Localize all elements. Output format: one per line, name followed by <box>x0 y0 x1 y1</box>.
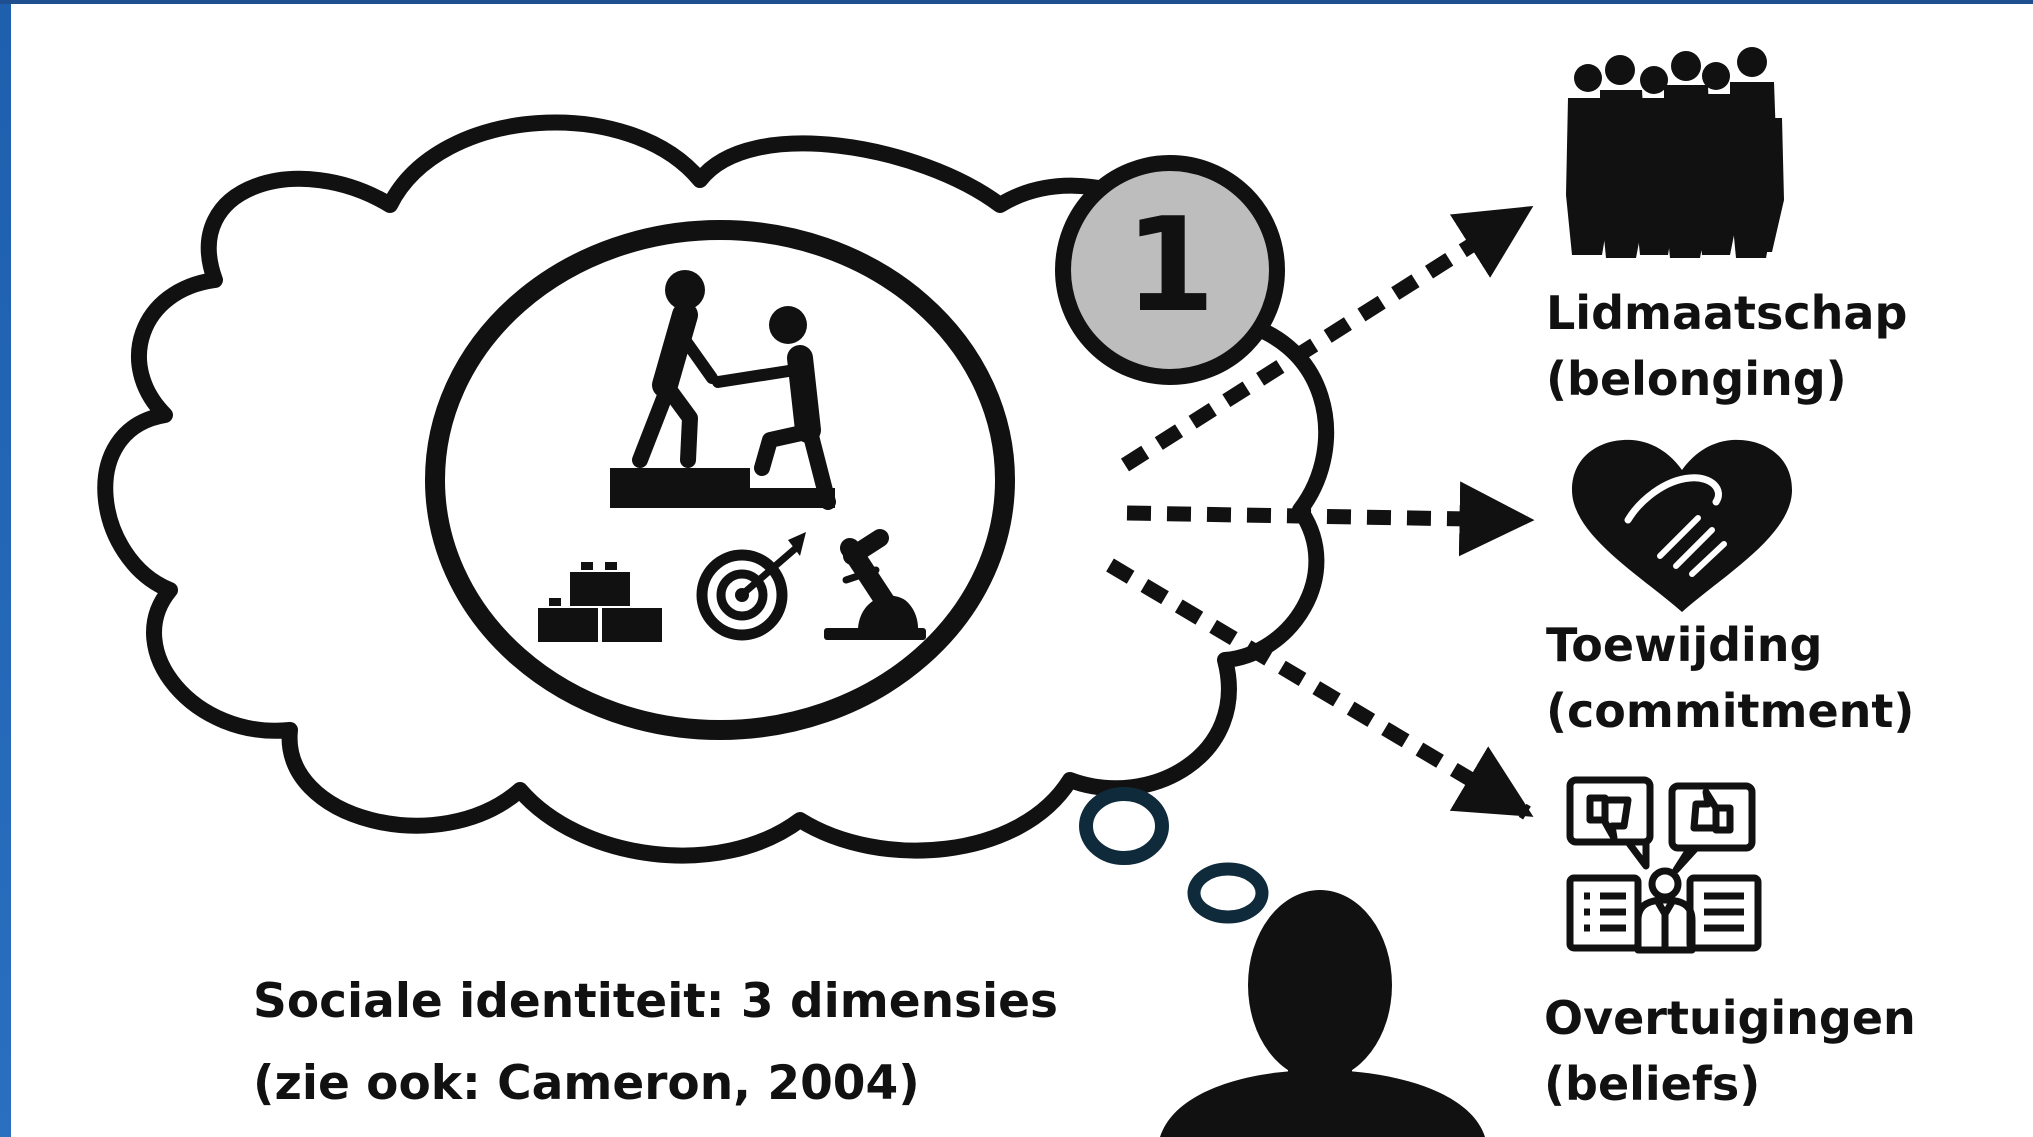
caption-reference: (zie ook: Cameron, 2004) <box>253 1056 920 1111</box>
label-commitment-title: Toewijding <box>1546 618 1823 672</box>
helping-people-icon <box>610 270 836 510</box>
microscope-icon <box>824 529 926 640</box>
caption-title: Sociale identiteit: 3 dimensies <box>253 974 1058 1029</box>
label-commitment-subtitle: (commitment) <box>1546 684 1915 738</box>
building-blocks-icon <box>538 562 662 642</box>
top-frame-edge <box>0 0 2033 4</box>
label-membership-title: Lidmaatschap <box>1546 286 1908 340</box>
left-frame-edge <box>0 0 11 1137</box>
number-marker <box>1055 155 1285 385</box>
label-membership-subtitle: (belonging) <box>1546 352 1847 406</box>
people-group-icon <box>1566 47 1784 258</box>
label-beliefs-title: Overtuigingen <box>1544 991 1916 1045</box>
heart-handshake-icon <box>1572 439 1792 612</box>
thought-bubble-small <box>1187 862 1269 924</box>
label-commitment: Toewijding (commitment) <box>1546 612 1914 744</box>
number-marker-label: 1 <box>1125 189 1215 341</box>
arrow-to-beliefs <box>1106 558 1534 820</box>
arrow-to-commitment <box>1126 481 1535 557</box>
person-silhouette <box>1160 890 1485 1137</box>
caption: Sociale identiteit: 3 dimensies (zie ook… <box>253 972 1058 1114</box>
label-beliefs-subtitle: (beliefs) <box>1544 1057 1761 1111</box>
target-icon <box>696 532 806 641</box>
label-membership: Lidmaatschap (belonging) <box>1546 280 1907 412</box>
thought-bubble-large <box>1079 787 1169 865</box>
label-beliefs: Overtuigingen (beliefs) <box>1544 985 1916 1117</box>
opinions-feedback-icon <box>1566 776 1762 954</box>
